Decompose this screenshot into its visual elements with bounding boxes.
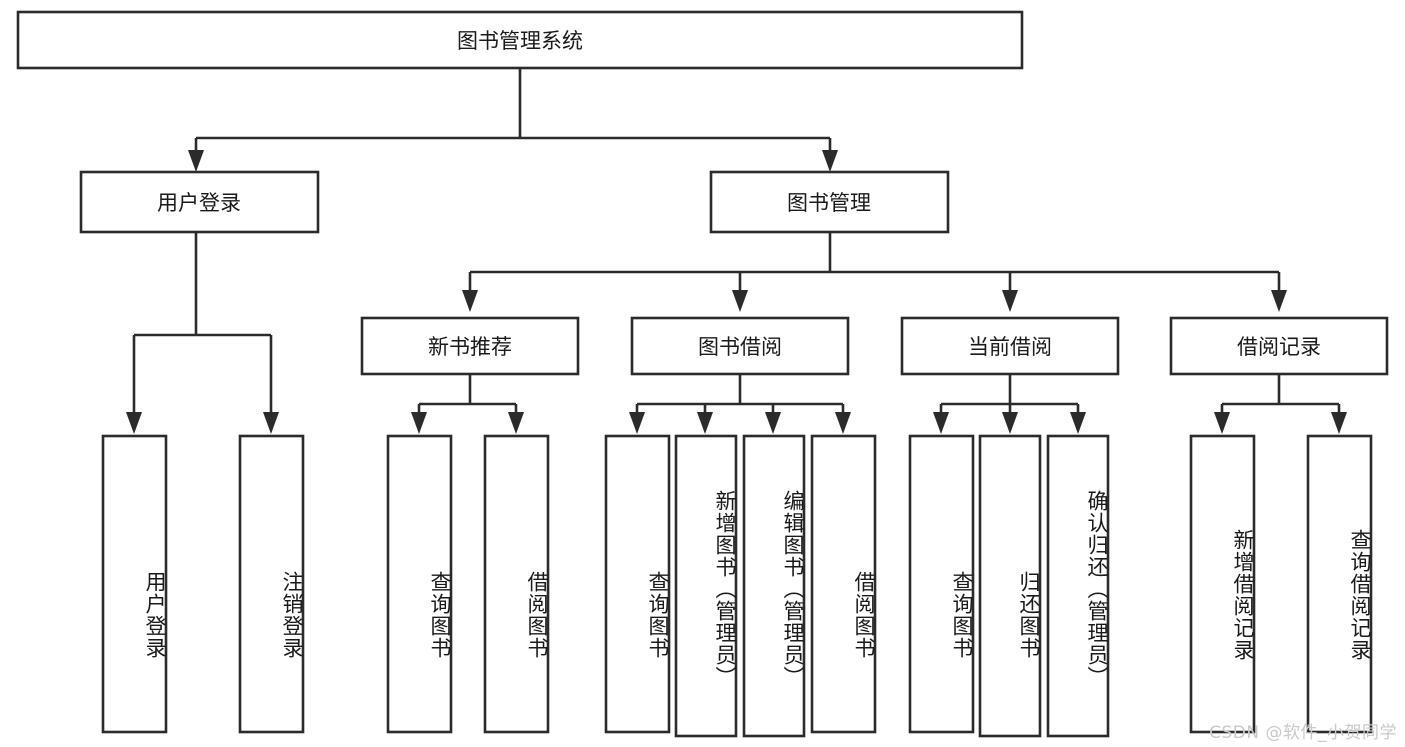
node-user-login-box[interactable] <box>79 170 320 234</box>
node-book-borrow-box[interactable] <box>630 316 850 376</box>
arrow-to-leaf-user-login <box>126 412 142 434</box>
arrow-to-current-borrow <box>1002 290 1018 312</box>
connector-group-book-manage <box>462 232 1287 312</box>
leaf-box-recommend-query-book[interactable] <box>386 434 453 734</box>
leaf-box-logout[interactable] <box>238 434 305 734</box>
node-root-label: 图书管理系统 <box>457 29 583 53</box>
leaf-box-borrow-query-book[interactable] <box>604 434 671 734</box>
leaf-box-recommend-borrow-book[interactable] <box>483 434 550 734</box>
connector-group-root <box>188 68 838 172</box>
leaf-box-user-login[interactable] <box>101 434 168 734</box>
node-borrow-record[interactable]: 借阅记录 <box>1169 316 1389 376</box>
arrow-to-leaf-borrow-edit <box>765 412 781 434</box>
arrow-to-leaf-recommend-query <box>411 412 427 434</box>
arrow-to-borrow-record <box>1271 290 1287 312</box>
node-new-book-recommend-label: 新书推荐 <box>428 335 512 359</box>
arrow-to-leaf-record-add <box>1214 412 1230 434</box>
node-root-box[interactable] <box>16 10 1024 70</box>
node-new-book-recommend-box[interactable] <box>360 316 580 376</box>
arrow-to-new-book-recommend <box>462 290 478 312</box>
arrow-to-leaf-current-return <box>1002 412 1018 434</box>
node-book-borrow-label: 图书借阅 <box>698 335 782 359</box>
arrow-to-leaf-logout <box>263 412 279 434</box>
connector-group-book-borrow <box>629 374 851 434</box>
node-root-book-management-system[interactable]: 图书管理系统 <box>16 10 1024 70</box>
leaf-box-record-query[interactable] <box>1306 434 1373 734</box>
arrow-to-leaf-current-confirm <box>1070 412 1086 434</box>
leaf-box-record-add[interactable] <box>1189 434 1256 734</box>
node-current-borrow[interactable]: 当前借阅 <box>900 316 1120 376</box>
arrow-root-to-book-manage <box>822 150 838 172</box>
arrow-root-to-user-login <box>188 150 204 172</box>
leaf-box-borrow-edit-book[interactable] <box>742 434 806 738</box>
arrow-to-book-borrow <box>732 290 748 312</box>
node-current-borrow-label: 当前借阅 <box>968 335 1052 359</box>
arrow-to-leaf-current-query <box>933 412 949 434</box>
connector-group-borrow-record <box>1214 374 1347 434</box>
node-new-book-recommend[interactable]: 新书推荐 <box>360 316 580 376</box>
arrow-to-leaf-borrow-query <box>629 412 645 434</box>
arrow-to-leaf-borrow-lend <box>835 412 851 434</box>
leaf-box-current-query-book[interactable] <box>908 434 975 734</box>
node-book-management-box[interactable] <box>709 170 950 234</box>
node-borrow-record-box[interactable] <box>1169 316 1389 376</box>
arrow-to-leaf-record-query <box>1331 412 1347 434</box>
csdn-watermark: CSDN @软件_小贺同学 <box>1209 723 1397 743</box>
node-book-management[interactable]: 图书管理 <box>709 170 950 234</box>
leaf-box-borrow-lend-book[interactable] <box>810 434 877 734</box>
leaf-box-borrow-add-book[interactable] <box>674 434 738 738</box>
connector-group-new-book-recommend <box>411 374 524 434</box>
connector-group-user-login <box>126 232 279 434</box>
node-book-borrow[interactable]: 图书借阅 <box>630 316 850 376</box>
node-user-login-label: 用户登录 <box>157 191 241 215</box>
connector-group-current-borrow <box>933 374 1086 434</box>
node-borrow-record-label: 借阅记录 <box>1237 335 1321 359</box>
node-current-borrow-box[interactable] <box>900 316 1120 376</box>
leaf-box-current-confirm-return[interactable] <box>1046 434 1110 738</box>
node-user-login[interactable]: 用户登录 <box>79 170 320 234</box>
arrow-to-leaf-borrow-add <box>697 412 713 434</box>
arrow-to-leaf-recommend-borrow <box>508 412 524 434</box>
node-book-management-label: 图书管理 <box>787 191 871 215</box>
leaf-box-current-return-book[interactable] <box>978 434 1042 738</box>
